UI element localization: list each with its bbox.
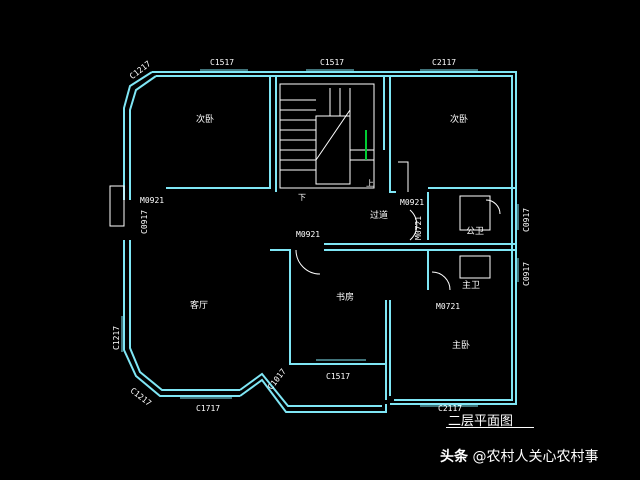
watermark: 头条 @农村人关心农村事 [440, 446, 598, 466]
watermark-brand: 头条 [440, 449, 468, 465]
window-code-c2117-top-right: C2117 [432, 58, 457, 67]
room-label-study: 书房 [336, 293, 355, 303]
window-code-c1217-left: C1217 [112, 325, 121, 350]
window-code-c1517-top-left: C1517 [210, 58, 235, 67]
stairwell [279, 83, 375, 189]
drawing-title: 二层平面图 [448, 414, 514, 429]
room-label-living-room: 客厅 [190, 301, 209, 311]
door-code-m0721-master: M0721 [436, 302, 461, 311]
window-marks [121, 69, 519, 407]
window-code-c1517-top-mid: C1517 [320, 58, 345, 67]
room-label-bedroom-right: 次卧 [450, 115, 469, 125]
stair-down-mark: 下 [298, 193, 306, 202]
window-code-c0917-right-top: C0917 [522, 207, 531, 232]
room-label-bedroom-left: 次卧 [196, 115, 215, 125]
window-code-c0917-right-bottom: C0917 [522, 261, 531, 286]
window-code-c0917-left: C0917 [140, 209, 149, 234]
room-label-public-bath: 公卫 [466, 227, 485, 237]
window-code-c1717-bottom: C1717 [196, 404, 221, 413]
stair-up-mark: 上 [366, 179, 374, 188]
window-code-c1517-bottom: C1517 [326, 372, 351, 381]
door-code-m0921-right: M0921 [400, 198, 425, 207]
door-code-m0921-mid: M0921 [296, 230, 321, 239]
doors [295, 161, 501, 291]
door-code-m0721-public: M0721 [414, 215, 423, 240]
outer-walls [123, 71, 517, 413]
interior-walls [166, 76, 516, 400]
title-underline [446, 427, 534, 428]
door-code-m0921-left: M0921 [140, 196, 165, 205]
bay-frame [109, 185, 125, 227]
room-label-master-bedroom: 主卧 [452, 341, 471, 351]
room-label-master-bath: 主卫 [462, 281, 481, 291]
window-code-c2117-bottom: C2117 [438, 404, 463, 413]
room-label-corridor: 过道 [370, 211, 389, 221]
watermark-handle: @农村人关心农村事 [472, 449, 599, 465]
